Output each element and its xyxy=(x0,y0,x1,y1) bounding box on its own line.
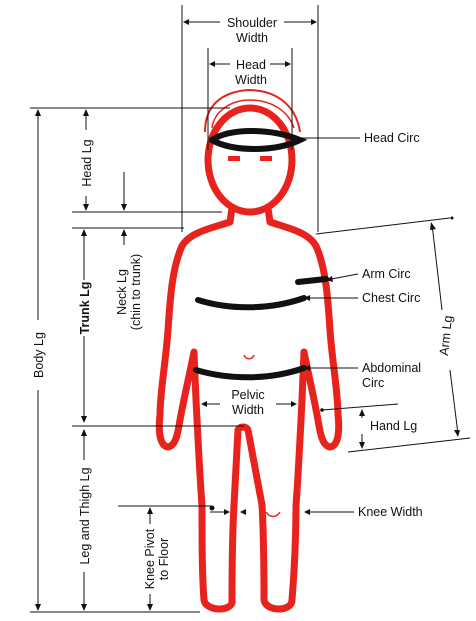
navel xyxy=(244,355,254,359)
knee-pivot-label-1: Knee Pivot xyxy=(143,528,157,589)
pelvic-width-arrow-left xyxy=(201,401,207,407)
pelvic-width-arrow-right xyxy=(291,401,297,407)
pelvic-width-label-2: Width xyxy=(232,403,264,417)
abdominal-circ-label-1: Abdominal xyxy=(362,361,421,375)
arm-lg-label: Arm Lg xyxy=(437,315,455,357)
neck-lg-label-1: Neck Lg xyxy=(115,269,129,315)
arm-circ-label: Arm Circ xyxy=(362,267,411,281)
body-lg-label: Body Lg xyxy=(32,332,46,378)
leg-lg-arrow-bottom xyxy=(81,604,87,611)
arm-lg-arrow-top xyxy=(430,222,436,230)
knee-pivot-arrow-top xyxy=(147,507,153,514)
arm-lg-bottom-ext xyxy=(348,438,470,452)
head-lg-arrow-bottom xyxy=(83,204,89,211)
pelvic-width-label-1: Pelvic xyxy=(231,388,264,402)
chest-circ-label: Chest Circ xyxy=(362,291,420,305)
trunk-lg-arrow-bottom xyxy=(81,416,87,423)
left-eye xyxy=(228,156,240,161)
shoulder-width-arrow-right xyxy=(311,19,317,25)
head-outline xyxy=(208,108,292,212)
shoulder-width-label-1: Shoulder xyxy=(227,16,277,30)
hand-lg-top-ext xyxy=(322,404,398,410)
head-width-arrow-right xyxy=(285,61,291,67)
arm-lg-arrow-bottom xyxy=(454,430,460,437)
trunk-lg-label: Trunk Lg xyxy=(78,282,92,335)
head-lg-arrow-top xyxy=(83,109,89,116)
hand-lg-arrow-top xyxy=(359,409,365,416)
right-eye xyxy=(260,156,272,161)
head-circ-label: Head Circ xyxy=(364,131,420,145)
knee-width-arrow-leader xyxy=(304,509,310,515)
abdominal-circ-band xyxy=(196,368,304,377)
head-width-label-1: Head xyxy=(236,58,266,72)
chest-circ-band xyxy=(198,298,304,307)
leg-lg-arrow-top xyxy=(81,429,87,436)
knee-crease xyxy=(266,512,280,517)
knee-pivot-label-2: to Floor xyxy=(157,538,171,580)
child-figure xyxy=(159,90,338,609)
neck-lg-arrow-top xyxy=(121,204,127,211)
arm-lg-top-ext xyxy=(316,218,450,234)
knee-pivot-arrow-bottom xyxy=(147,604,153,611)
arm-circ-band xyxy=(298,279,326,282)
head-lg-label: Head Lg xyxy=(80,139,94,186)
knee-width-arrow-right xyxy=(240,509,246,515)
trunk-lg-arrow-top xyxy=(81,229,87,236)
hand-lg-dot xyxy=(320,408,324,412)
arm-lg-line-bottom xyxy=(450,370,458,434)
arm-lg-top-dot xyxy=(451,217,454,220)
shoulder-width-arrow-left xyxy=(183,19,189,25)
knee-width-label: Knee Width xyxy=(358,505,423,519)
abdominal-circ-label-2: Circ xyxy=(362,376,384,390)
body-lg-arrow-bottom xyxy=(35,604,41,611)
leg-and-thigh-lg-label: Leg and Thigh Lg xyxy=(78,467,92,564)
hand-lg-arrow-bottom xyxy=(359,442,365,449)
arm-lg-line-top xyxy=(432,224,442,310)
shoulder-width-label-2: Width xyxy=(236,31,268,45)
body-lg-arrow-top xyxy=(35,109,41,116)
neck-lg-label-2: (chin to trunk) xyxy=(129,254,143,330)
head-width-arrow-left xyxy=(209,61,215,67)
knee-width-arrow-left xyxy=(224,509,230,515)
hand-lg-label: Hand Lg xyxy=(370,419,417,433)
head-width-label-2: Width xyxy=(235,73,267,87)
neck-lg-arrow-bottom xyxy=(121,229,127,236)
